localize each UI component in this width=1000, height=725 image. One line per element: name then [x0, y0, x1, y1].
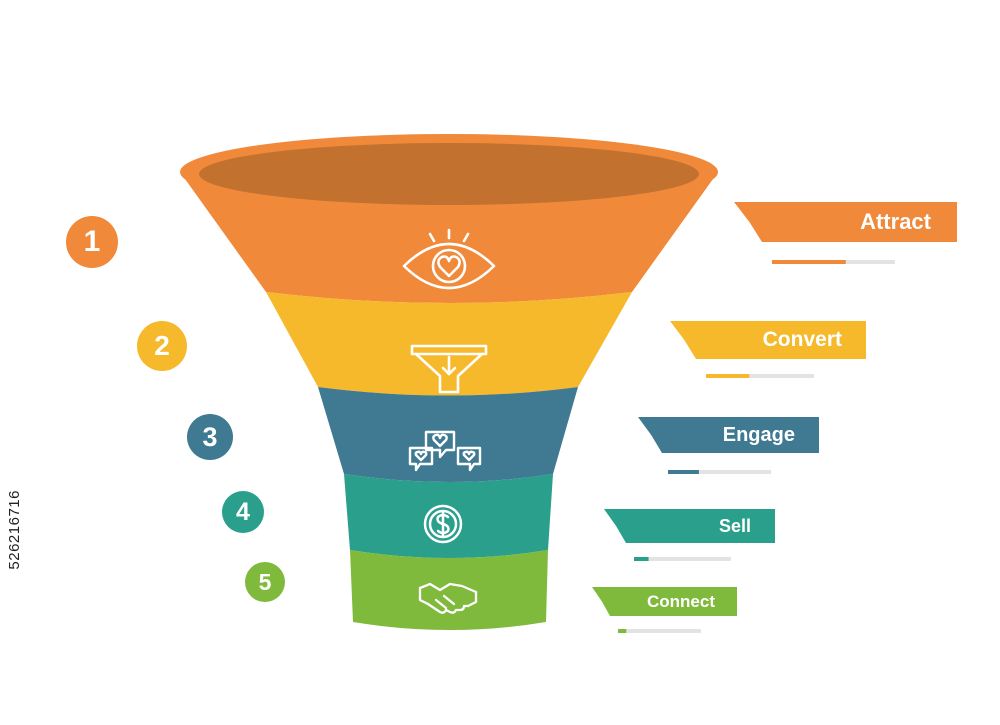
progress-track-sell	[634, 557, 731, 561]
dollar-coin-icon	[423, 504, 463, 544]
stage-label-connect: Connect	[647, 591, 715, 611]
progress-track-convert	[706, 374, 814, 378]
stage-banner-attract	[734, 202, 957, 242]
stage-label-sell: Sell	[718, 515, 751, 536]
stage-number-4: 4	[222, 491, 264, 533]
stage-banner-connect	[592, 587, 737, 616]
progress-fill-engage	[668, 470, 699, 474]
stage-label-convert: Convert	[762, 327, 842, 351]
progress-fill-sell	[634, 557, 649, 561]
chat-bubbles-icon	[408, 430, 482, 472]
progress-fill-attract	[772, 260, 846, 264]
funnel-band-engage	[318, 387, 578, 482]
stock-image-id: 526216716	[6, 490, 23, 570]
filter-icon	[410, 344, 488, 394]
stage-banner-convert	[670, 321, 866, 359]
funnel-rim-inner	[199, 143, 699, 205]
progress-fill-connect	[618, 629, 627, 633]
funnel-band-convert	[266, 292, 632, 396]
stage-label-engage: Engage	[722, 423, 795, 446]
stage-number-2: 2	[137, 321, 187, 371]
stage-number-1: 1	[66, 216, 118, 268]
stage-banner-engage	[638, 417, 819, 453]
stage-number-5: 5	[245, 562, 285, 602]
stage-label-attract: Attract	[860, 209, 931, 235]
progress-track-connect	[618, 629, 701, 633]
progress-fill-convert	[706, 374, 750, 378]
eye-heart-icon	[402, 228, 496, 290]
stage-number-3: 3	[187, 414, 233, 460]
handshake-icon	[418, 582, 478, 614]
funnel-band-connect	[350, 550, 548, 630]
stage-banner-sell	[604, 509, 775, 543]
progress-track-engage	[668, 470, 771, 474]
